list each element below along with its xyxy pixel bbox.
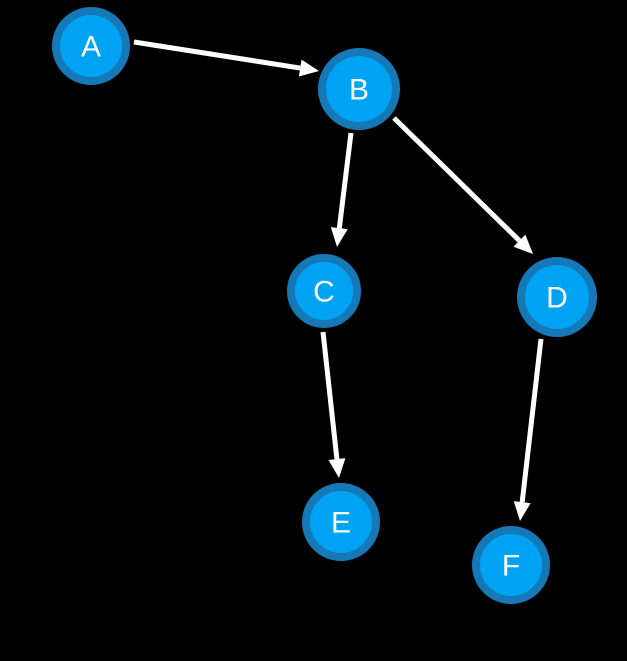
graph-node-a[interactable]: A xyxy=(52,7,130,85)
arrowhead-icon xyxy=(513,234,533,254)
edge-b-to-c xyxy=(330,132,354,247)
node-circle[interactable] xyxy=(318,48,400,130)
edge-c-to-e xyxy=(320,331,346,478)
graph-node-f[interactable]: F xyxy=(472,526,550,604)
arrowhead-icon xyxy=(513,501,531,521)
arrowhead-icon xyxy=(330,227,348,247)
arrowhead-icon xyxy=(298,59,319,77)
graph-node-c[interactable]: C xyxy=(287,254,361,328)
node-circle[interactable] xyxy=(302,483,380,561)
edge-shaft xyxy=(519,338,544,503)
edge-shaft xyxy=(320,331,340,460)
graph-node-b[interactable]: B xyxy=(318,48,400,130)
edge-shaft xyxy=(392,116,522,243)
node-circle[interactable] xyxy=(287,254,361,328)
node-circle[interactable] xyxy=(52,7,130,85)
nodes-layer: A B C D E F xyxy=(52,7,597,604)
edge-b-to-d xyxy=(392,116,533,254)
node-circle[interactable] xyxy=(472,526,550,604)
graph-node-e[interactable]: E xyxy=(302,483,380,561)
edge-shaft xyxy=(336,132,354,229)
edge-a-to-b xyxy=(133,39,319,77)
edge-d-to-f xyxy=(513,338,544,521)
graph-node-d[interactable]: D xyxy=(517,257,597,337)
arrowhead-icon xyxy=(328,458,346,478)
edge-shaft xyxy=(133,39,301,71)
edges-layer xyxy=(133,39,544,521)
node-circle[interactable] xyxy=(517,257,597,337)
